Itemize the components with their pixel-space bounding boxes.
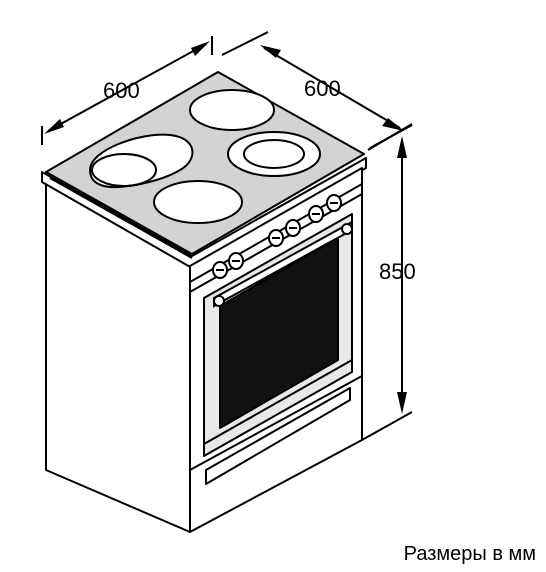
handle-mount-left: [213, 295, 225, 307]
knob-3: [268, 229, 284, 247]
oven-door-lower-line: [203, 359, 353, 445]
knob-2: [228, 252, 244, 270]
cooker: [41, 71, 367, 533]
burner-front-centre: [153, 180, 243, 224]
width-arrow-left: [44, 119, 64, 134]
width-arrow-right: [191, 41, 210, 56]
depth-dimension-line: [263, 47, 401, 129]
worktop-edge: [41, 157, 367, 269]
height-arrow-top: [397, 136, 407, 158]
width-label: 600: [103, 78, 140, 103]
control-knobs: [212, 194, 342, 279]
oven-window: [219, 237, 339, 429]
knob-4: [285, 219, 301, 237]
height-arrow-bottom: [397, 392, 407, 414]
plinth-line: [189, 375, 363, 471]
burner-back-left: [189, 89, 275, 131]
hob-front-edge-line: [49, 177, 193, 259]
depth-arrow-front: [382, 118, 404, 131]
knob-6: [326, 194, 342, 212]
storage-drawer: [205, 387, 351, 485]
hob-burners: [88, 89, 321, 224]
units-caption: Размеры в мм: [403, 543, 536, 565]
burner-right-inner: [243, 139, 305, 169]
knob-5: [308, 205, 324, 223]
height-extension-top: [369, 124, 413, 149]
width-dimension: [41, 36, 213, 145]
handle-mount-right: [341, 223, 353, 235]
width-dimension-line: [47, 43, 207, 132]
burner-right-outer: [227, 131, 321, 177]
depth-label: 600: [304, 76, 341, 101]
burner-front-left-inner: [91, 153, 157, 187]
ceramic-hob-surface: [45, 71, 365, 255]
height-label: 850: [379, 259, 416, 284]
height-extension-bottom: [361, 411, 413, 441]
depth-extension-back: [221, 31, 269, 56]
height-dimension: [361, 124, 413, 441]
oven-door-handle: [213, 220, 353, 308]
burner-front-left-oval: [88, 133, 194, 188]
depth-arrow-back: [260, 45, 281, 58]
knob-1: [212, 261, 228, 279]
